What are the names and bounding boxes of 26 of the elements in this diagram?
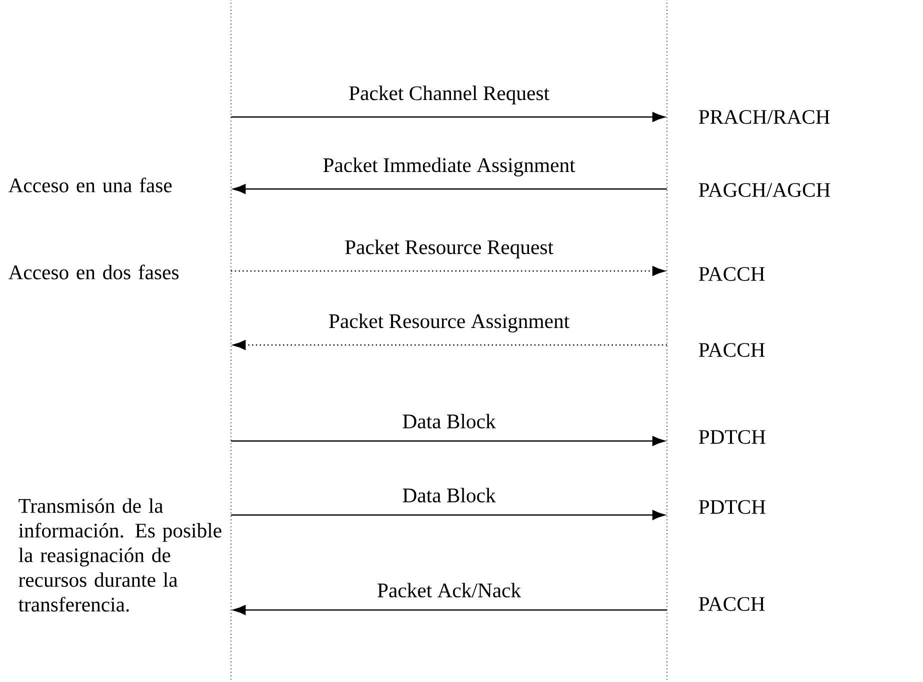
phase-note: Acceso en dos fases [8, 264, 179, 280]
channel-label: PDTCH [698, 500, 766, 514]
channel-label: PACCH [698, 597, 765, 611]
lifeline [230, 0, 232, 682]
channel-label: PDTCH [698, 430, 766, 444]
channel-label: PRACH/RACH [698, 110, 830, 124]
arrow [231, 510, 666, 520]
channel-label: PACCH [698, 343, 765, 357]
arrow [232, 605, 667, 615]
channel-label: PAGCH/AGCH [698, 183, 830, 197]
phase-note: Acceso en una fase [8, 178, 172, 192]
phase-note: Transmisón de la información. Es posible la reasignación de recursos durante la transferencia. [18, 498, 222, 612]
arrow [231, 266, 666, 276]
edge-label: Packet Resource Request [345, 240, 554, 258]
edge-label: Data Block [402, 488, 496, 502]
arrow [232, 184, 667, 194]
arrow [232, 340, 667, 350]
arrow [231, 436, 666, 446]
edge-label: Packet Immediate Assignment [323, 158, 576, 176]
arrow [231, 112, 666, 122]
edge-label: Packet Ack/Nack [378, 582, 522, 598]
edge-label: Data Block [402, 414, 496, 428]
edge-label: Packet Resource Assignment [329, 314, 570, 332]
edge-label: Packet Channel Request [349, 86, 550, 104]
lifeline [666, 0, 668, 682]
channel-label: PACCH [698, 267, 765, 281]
